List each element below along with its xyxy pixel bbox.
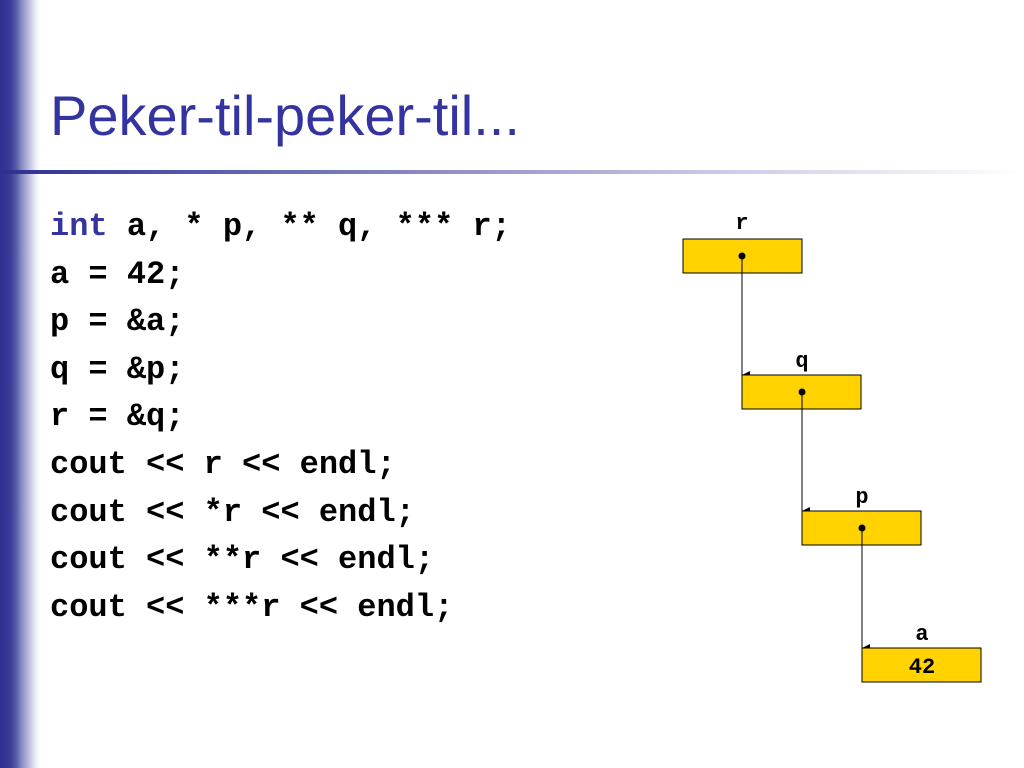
title-underline — [0, 170, 1024, 174]
code-line-declaration: int a, * p, ** q, *** r; — [50, 203, 511, 251]
code-line: p = &a; — [50, 303, 185, 341]
code-line: cout << *r << endl; — [50, 493, 415, 531]
code-line: cout << ***r << endl; — [50, 588, 454, 626]
var-label-q: q — [795, 349, 808, 374]
var-label-a: a — [915, 622, 928, 647]
code-line: r = &q; — [50, 398, 185, 436]
code-line: cout << r << endl; — [50, 445, 396, 483]
var-label-r: r — [735, 211, 748, 236]
slide-title: Peker-til-peker-til... — [50, 84, 520, 147]
code-block: int a, * p, ** q, *** r; a = 42; p = &a;… — [50, 203, 511, 631]
code-keyword: int — [50, 208, 108, 245]
code-line: a = 42; — [50, 255, 185, 293]
var-label-p: p — [855, 485, 868, 510]
left-decorative-bar — [0, 0, 40, 768]
code-declaration-rest: a, * p, ** q, *** r; — [107, 208, 511, 245]
var-value-a: 42 — [909, 655, 935, 680]
code-line: q = &p; — [50, 350, 185, 388]
var-box-a — [861, 647, 982, 683]
code-line: cout << **r << endl; — [50, 541, 435, 579]
